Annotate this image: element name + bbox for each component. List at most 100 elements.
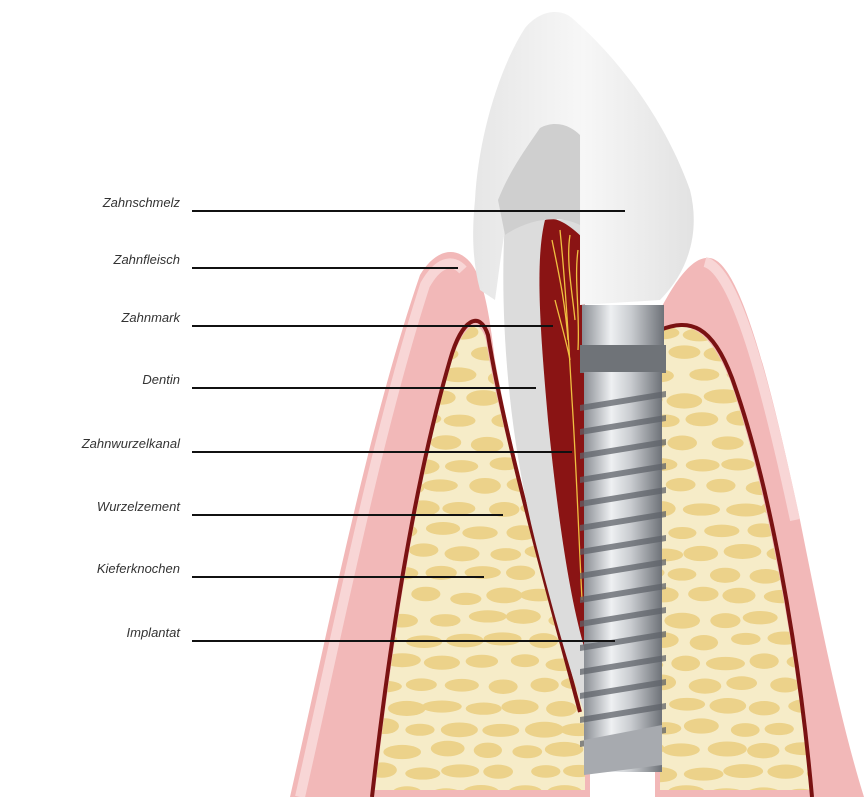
implant-collar [580,345,666,373]
bone-cell [726,676,757,690]
bone-cell [666,478,696,491]
bone-cell [506,609,541,624]
bone-cell [445,460,478,472]
bone-cell [466,390,500,406]
bone-cell [683,503,720,515]
bone-cell [430,614,461,627]
label-cementum: Wurzelzement [97,499,181,514]
implant [580,305,666,775]
bone-cell [388,701,426,716]
bone-cell [706,479,735,493]
bone-cell [350,392,381,405]
bone-cell [768,369,796,384]
bone-cell [546,701,577,717]
bone-cell [424,656,460,670]
bone-cell [689,369,719,381]
bone-cell [789,437,823,451]
bone-cell [405,724,434,736]
bone-cell [731,723,760,737]
bone-cell [664,613,700,629]
bone-cell [750,569,782,584]
bone-cell [405,767,440,779]
bone-cell [791,480,823,495]
bone-cell [511,654,539,667]
bone-cell [441,722,478,737]
bone-cell [704,525,739,537]
bone-cell [767,765,803,779]
bone-cell [383,745,421,759]
bone-cell [669,698,705,711]
bone-cell [671,656,700,672]
bone-cell [512,745,542,758]
bone-cell [690,635,718,650]
bone-cell [431,741,465,757]
bone-cell [422,701,462,713]
bone-cell [747,743,779,758]
bone-cell [712,436,744,449]
bone-cell [466,655,498,668]
bone-cell [688,587,718,601]
bone-cell [802,458,842,473]
bone-cell [710,568,740,583]
bone-cell [483,632,521,645]
bone-cell [686,459,720,471]
label-jawbone: Kieferknochen [97,561,180,576]
bone-cell [710,698,747,714]
bone-cell [765,723,794,735]
bone-cell [710,613,740,628]
bone-cell [668,568,697,580]
label-implant: Implantat [127,625,182,640]
bone-cell [662,743,700,756]
bone-cell [474,743,502,758]
bone-cell [726,504,765,517]
bone-cell [469,478,501,494]
bone-cell [430,435,461,450]
bone-cell [667,436,697,451]
bone-cell [445,679,479,692]
bone-cell [806,370,838,386]
bone-cell [809,500,842,515]
bone-cell [441,764,479,777]
bone-cell [490,548,521,561]
bone-cell [462,526,497,539]
bone-cell [501,700,538,715]
bone-cell [525,722,564,738]
bone-cell [721,458,755,470]
bone-cell [587,785,621,797]
bone-cell [668,527,696,539]
bone-cell [471,437,504,453]
label-pulp: Zahnmark [120,310,181,325]
bone-cell [422,479,457,491]
bone-cell [367,326,396,339]
bone-cell [442,502,475,515]
bone-cell [489,679,518,694]
bone-cell [531,765,560,778]
bone-cell [805,413,838,425]
bone-cell [723,764,763,778]
bone-cell [483,765,513,779]
bone-cell [685,412,718,426]
bone-cell [409,543,439,556]
bone-cell [731,633,760,645]
bone-cell [724,544,762,559]
bone-cell [426,522,460,535]
bone-cell [450,593,481,605]
bone-cell [506,566,535,580]
bone-cell [346,347,383,362]
bone-cell [444,415,476,427]
bone-cell [689,679,722,694]
bone-cell [486,588,522,604]
bone-cell [770,678,800,693]
bone-cell [466,702,502,714]
bone-cell [469,610,507,622]
bone-cell [706,657,745,670]
label-enamel: Zahnschmelz [102,195,181,210]
bone-cell [749,701,780,715]
bone-cell [683,546,718,561]
bone-cell [750,653,779,668]
bone-cell [790,346,819,362]
bone-cell [406,678,437,691]
bone-cell [545,742,584,757]
bone-cell [530,678,558,692]
